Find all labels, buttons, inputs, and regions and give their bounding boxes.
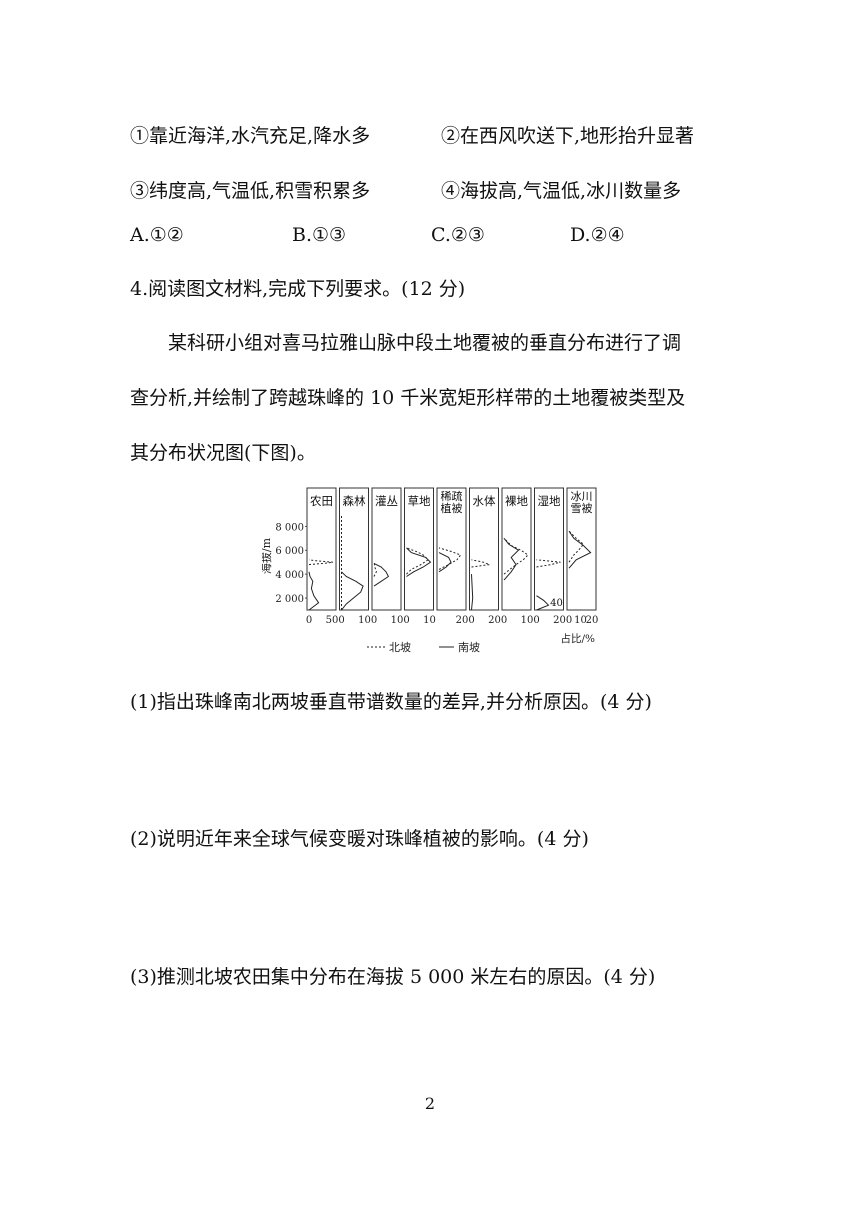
y-tick-label: 8 000 [275,522,304,533]
x-tick-label: 10 [423,615,436,626]
y-axis-label: 海拔/m [262,537,273,574]
x-tick-label: 0 [403,615,409,626]
x-tick-label: 20 [586,615,599,626]
option-3: ③纬度高,气温低,积雪积累多 [130,180,371,202]
x-tick-label: 0 [338,615,344,626]
y-tick-label: 2 000 [275,594,304,605]
north-slope-curve [406,547,429,575]
x-axis-label: 占比/% [560,632,595,645]
x-tick-label: 0 [533,615,539,626]
x-tick-label: 0 [501,615,507,626]
panel-label: 稀疏 [441,489,463,503]
south-slope-curve [341,571,364,611]
north-slope-curve [503,537,529,575]
north-slope-curve [536,559,561,568]
x-tick-label: 0 [468,615,474,626]
sub-question-1: (1)指出珠峰南北两坡垂直带谱数量的差异,并分析原因。(4 分) [130,691,652,713]
choice-c[interactable]: C.②③ [431,224,485,246]
panel-frame [436,487,467,611]
x-tick-label: 0 [371,615,377,626]
material-line-1: 某科研小组对喜马拉雅山脉中段土地覆被的垂直分布进行了调 [168,332,682,354]
south-slope-curve [406,547,432,577]
south-slope-curve [373,562,390,587]
sub-question-2: (2)说明近年来全球气候变暖对珠峰植被的影响。(4 分) [130,828,589,850]
panel-label: 冰川 [571,490,593,503]
panel-label: 灌丛 [375,494,398,508]
choice-d[interactable]: D.②④ [570,224,625,246]
south-slope-curve [536,595,550,611]
panel-frame [566,487,597,611]
x-tick-label: 20 [456,615,469,626]
panel-frame [501,487,532,611]
panel-frame [469,487,499,611]
page-number: 2 [424,1094,436,1113]
panel-label: 雪被 [571,502,593,515]
option-4: ④海拔高,气温低,冰川数量多 [441,180,682,202]
south-slope-curve [568,530,592,569]
panel-label: 水体 [473,494,496,508]
option-2: ②在西风吹送下,地形抬升显著 [441,125,695,147]
panel-frame [339,487,369,611]
x-tick-label: 0 [306,615,312,626]
panel-frame [404,487,434,611]
north-slope-curve [438,547,462,570]
x-tick-label: 10 [574,615,587,626]
panel-frame [306,487,337,611]
y-tick-label: 6 000 [275,546,304,557]
panel-label: 裸地 [505,494,528,508]
panel-label: 农田 [310,494,333,508]
material-line-3: 其分布状况图(下图)。 [130,442,316,464]
north-slope-curve [308,559,334,566]
panel-label: 森林 [343,494,366,508]
choice-a[interactable]: A.①② [130,224,184,246]
x-tick-label: 10 [391,615,404,626]
x-tick-label: 50 [326,615,339,626]
sub-question-3: (3)推测北坡农田集中分布在海拔 5 000 米左右的原因。(4 分) [130,966,656,988]
south-slope-curve [503,537,520,581]
x-tick-label: 20 [553,615,566,626]
x-tick-label: 10 [521,615,534,626]
x-tick-label: 20 [488,615,501,626]
option-1: ①靠近海洋,水汽充足,降水多 [130,125,371,147]
x-tick-label: 0 [566,615,572,626]
panel-frame [371,487,402,611]
panel-frame [534,487,564,611]
south-slope-curve [438,552,452,573]
south-slope-curve [308,571,320,611]
legend-south-label: 南坡 [458,641,480,654]
north-slope-curve [471,559,492,568]
north-slope-curve [373,562,377,577]
material-line-2: 查分析,并绘制了跨越珠峰的 10 千米宽矩形样带的土地覆被类型及 [130,387,686,409]
y-tick-label: 4 000 [275,570,304,581]
panel-label: 植被 [441,501,463,515]
panel-annotation: 40 [550,598,563,609]
panel-label: 湿地 [538,494,561,508]
choice-b[interactable]: B.①③ [292,224,347,246]
legend-north-label: 北坡 [389,641,411,654]
south-slope-curve [471,574,474,611]
question-4-title: 4.阅读图文材料,完成下列要求。(12 分) [130,278,466,300]
panel-label: 草地 [408,494,431,508]
x-tick-label: 10 [358,615,371,626]
